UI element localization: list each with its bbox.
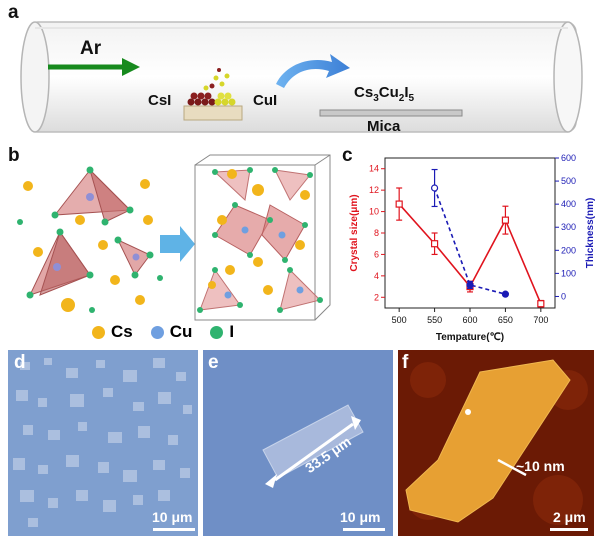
data-point-square — [537, 300, 545, 308]
vapor-transport-arrow — [276, 54, 350, 88]
panel-b-label: b — [8, 145, 20, 166]
panel-d-label: d — [14, 352, 26, 373]
profile-line — [497, 458, 527, 477]
y-left-axis-label: Crystal size(μm) — [349, 194, 360, 271]
panel-f-label: f — [402, 352, 409, 373]
x-tick-label: 550 — [427, 315, 442, 325]
panel-c-label: c — [342, 145, 353, 166]
gas-label: Ar — [80, 38, 102, 59]
panel-a-figure — [20, 21, 583, 133]
csi-spheres — [187, 92, 216, 106]
y-left-tick-label: 8 — [374, 228, 379, 238]
single-flake — [262, 404, 364, 479]
y-right-tick-label: 600 — [561, 153, 576, 163]
legend-item-cu: Cu — [150, 322, 192, 342]
legend-item-cs: Cs — [92, 322, 133, 342]
series-line-right — [433, 187, 506, 295]
panel-b-crystal-structure — [17, 154, 331, 321]
mica-substrate — [319, 109, 463, 117]
transform-arrow — [160, 226, 195, 262]
scale-bar — [550, 528, 588, 531]
y-left-tick-label: 10 — [369, 207, 379, 217]
x-tick-label: 650 — [498, 315, 513, 325]
y-left-tick-label: 12 — [369, 185, 379, 195]
panel-f-afm-image — [398, 350, 594, 536]
y-right-tick-label: 500 — [561, 176, 576, 186]
y-right-tick-label: 300 — [561, 222, 576, 232]
data-point-square — [501, 216, 510, 224]
panel-c-chart: 500 550 600 650 700 2 4 6 8 10 12 14 0 100 200 300 400 50… — [349, 153, 596, 343]
panel-f-scale-label: 2 μm — [553, 509, 586, 525]
y-left-tick-label: 14 — [369, 164, 379, 174]
unit-cell — [194, 154, 331, 321]
panel-d-micrograph — [8, 350, 198, 536]
data-point-circle — [430, 184, 439, 192]
source-boat — [183, 105, 243, 121]
y-right-axis-label: Thickness(nm) — [585, 198, 596, 269]
tetrahedron-3 — [116, 238, 151, 276]
y-right-tick-label: 400 — [561, 199, 576, 209]
quartz-tube — [27, 21, 577, 133]
data-point-circle — [466, 281, 474, 289]
atom-legend: Cs Cu I — [92, 322, 234, 342]
cui-spheres — [203, 68, 236, 106]
thickness-label: ~10 nm — [516, 458, 565, 474]
data-point-circle — [501, 290, 510, 298]
data-point-square — [430, 240, 439, 248]
scale-bar — [343, 528, 385, 531]
y-left-tick-label: 6 — [374, 249, 379, 259]
afm-flake — [405, 359, 571, 523]
source-left-label: CsI — [148, 92, 172, 109]
data-point-square — [395, 200, 403, 208]
tetrahedron-1 — [53, 169, 132, 223]
substrate-label: Mica — [367, 118, 401, 135]
i-atom-icon — [210, 325, 224, 339]
y-left-tick-label: 4 — [374, 271, 379, 281]
y-right-tick-label: 100 — [561, 268, 576, 278]
scale-bar — [153, 528, 195, 531]
panel-d-scale-label: 10 μm — [152, 509, 193, 525]
panel-e-micrograph — [203, 350, 393, 536]
tetrahedron-2 — [29, 230, 91, 296]
legend-item-i: I — [210, 322, 234, 342]
x-axis-label: Tempature(℃) — [436, 332, 504, 343]
panel-e-label: e — [208, 352, 219, 373]
cs-atom-icon — [92, 325, 105, 339]
x-tick-label: 600 — [462, 315, 477, 325]
free-atoms — [17, 166, 163, 313]
unit-cell-atoms — [197, 167, 323, 313]
cu-atom-icon — [150, 325, 164, 339]
product-formula: Cs3Cu2I5 — [354, 84, 415, 104]
y-right-tick-label: 200 — [561, 245, 576, 255]
source-right-label: CuI — [253, 92, 278, 109]
x-tick-label: 700 — [533, 315, 548, 325]
panel-e-scale-label: 10 μm — [340, 509, 381, 525]
length-arrow — [274, 422, 354, 482]
y-right-tick-label: 0 — [561, 291, 566, 301]
y-left-tick-label: 2 — [374, 292, 379, 302]
flake-array — [13, 358, 192, 527]
x-tick-label: 500 — [392, 315, 407, 325]
panel-a-label: a — [8, 2, 19, 23]
